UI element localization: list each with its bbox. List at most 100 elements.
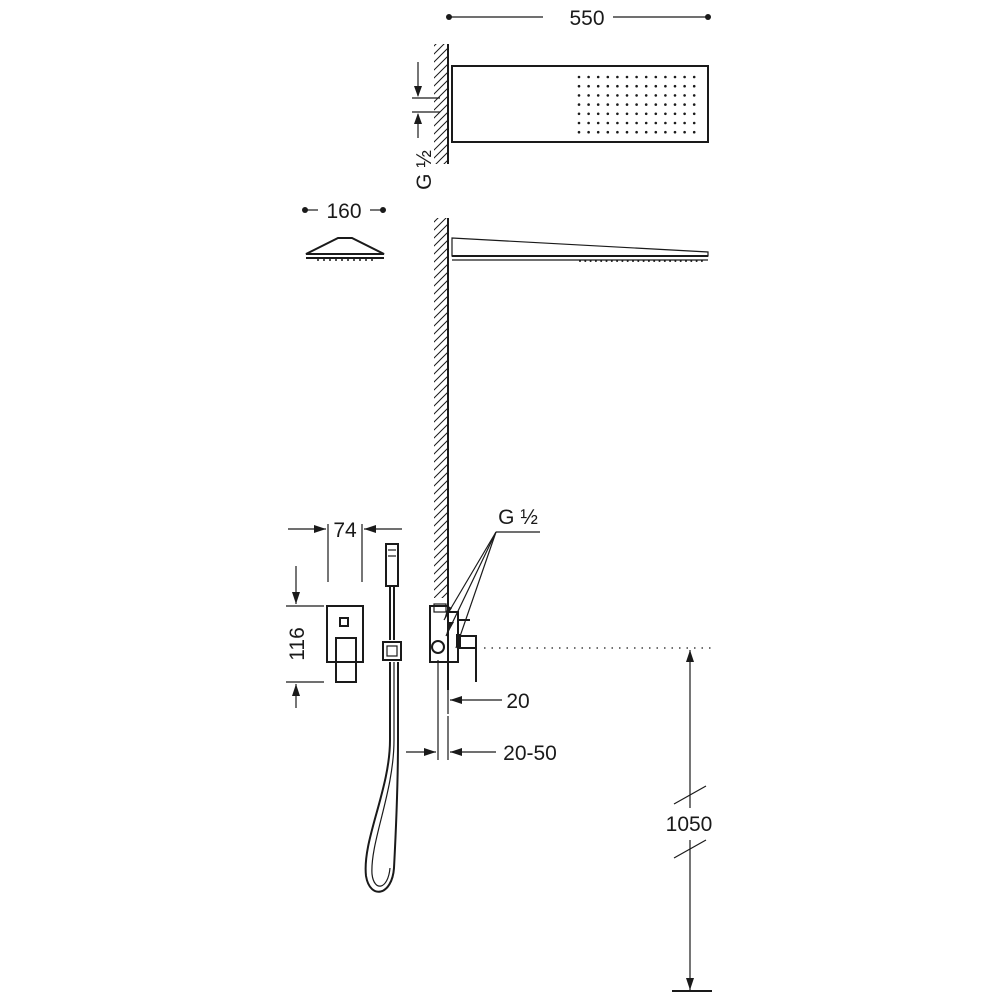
nozzle-dot (596, 130, 600, 134)
nozzle-dot (605, 260, 608, 262)
nozzle-dot (587, 130, 590, 134)
nozzle-dot (596, 121, 600, 125)
nozzle-dot (329, 259, 331, 261)
nozzle-dot (606, 84, 610, 88)
nozzle-dot (635, 121, 638, 125)
nozzle-dot (606, 130, 610, 134)
nozzle-dot (587, 121, 590, 125)
nozzle-dot (616, 103, 619, 106)
nozzle-dot (616, 121, 619, 125)
nozzle-dot (673, 94, 677, 97)
nozzle-dot (647, 260, 650, 262)
nozzle-dot (584, 260, 587, 262)
nozzle-dot (625, 94, 629, 97)
nozzle-dot (625, 112, 629, 116)
nozzle-dot (692, 130, 696, 134)
nozzle-dot (664, 84, 667, 88)
nozzle-dot (606, 103, 610, 106)
nozzle-dot (606, 112, 610, 116)
nozzle-dot (594, 260, 597, 262)
nozzle-dot (596, 112, 600, 116)
nozzle-dot (625, 84, 629, 88)
nozzle-dot (644, 84, 648, 88)
nozzle-dot (644, 75, 648, 79)
nozzle-dot (695, 260, 698, 262)
nozzle-dot (644, 94, 648, 97)
nozzle-dot (616, 130, 619, 134)
nozzle-dot (658, 260, 661, 262)
nozzle-dot (365, 259, 367, 261)
nozzle-dot (673, 103, 677, 106)
nozzle-dot (587, 103, 590, 106)
nozzle-dot (317, 259, 319, 261)
nozzle-dot (683, 75, 686, 79)
nozzle-dot (635, 94, 638, 97)
nozzle-dot (654, 112, 658, 116)
hand-shower-head (385, 543, 399, 587)
nozzle-dot (683, 103, 686, 106)
nozzle-dot (644, 103, 648, 106)
mixer-side-view (429, 603, 477, 682)
nozzle-dot (596, 94, 600, 97)
nozzle-dot (642, 260, 645, 262)
nozzle-dot (692, 112, 696, 116)
nozzle-dot (654, 84, 658, 88)
nozzle-dot (625, 103, 629, 106)
mixer-lever (335, 637, 357, 683)
nozzle-dot (664, 75, 667, 79)
nozzle-dot (664, 103, 667, 106)
nozzle-dot (616, 75, 619, 79)
nozzle-dot (683, 112, 686, 116)
side-view-shower-head (451, 237, 709, 262)
nozzle-dot (577, 84, 581, 88)
nozzle-dot (653, 260, 656, 262)
nozzle-dot (664, 121, 667, 125)
dimension-g-half-top: G ½ (412, 62, 440, 190)
nozzle-dot (341, 259, 343, 261)
nozzle-dot (577, 75, 581, 79)
nozzle-dot (625, 75, 629, 79)
nozzle-dot (626, 260, 629, 262)
nozzle-dot (577, 94, 581, 97)
nozzle-dot (683, 84, 686, 88)
mixer-front-view: 74 116 (286, 519, 402, 708)
wall-hatch-main (434, 218, 448, 598)
dim-label-116: 116 (286, 627, 309, 660)
nozzle-dot (683, 121, 686, 125)
nozzle-dot (616, 94, 619, 97)
nozzle-dot (353, 259, 355, 261)
nozzle-dot (673, 130, 677, 134)
nozzle-dot (673, 112, 677, 116)
hand-shower-holder (382, 641, 402, 661)
nozzle-dot (606, 121, 610, 125)
nozzle-dot (679, 260, 682, 262)
top-view-shower-head (434, 44, 709, 164)
nozzle-dot (610, 260, 613, 262)
nozzle-dot (700, 260, 703, 262)
dim-label-g-half-top: G ½ (413, 150, 436, 190)
nozzle-dot (635, 75, 638, 79)
shower-plate-top (451, 65, 709, 143)
dim-label-550: 550 (569, 7, 604, 30)
dimension-20: 20 (447, 690, 530, 714)
nozzle-dot (692, 103, 696, 106)
nozzle-dot (625, 121, 629, 125)
nozzle-dot (621, 260, 624, 262)
nozzle-dot (596, 84, 600, 88)
nozzle-dot (635, 130, 638, 134)
nozzle-dot (673, 121, 677, 125)
nozzle-dot (654, 130, 658, 134)
dim-label-20-50: 20-50 (503, 742, 557, 765)
nozzle-dot (371, 259, 373, 261)
nozzle-dot (692, 84, 696, 88)
nozzle-dot (664, 94, 667, 97)
dimension-550: 550 (446, 7, 711, 30)
nozzle-dot (669, 260, 672, 262)
nozzle-dot (674, 260, 677, 262)
dim-label-160: 160 (326, 200, 361, 223)
nozzle-dot (579, 260, 581, 262)
nozzle-dot (596, 103, 600, 106)
nozzle-dot (596, 75, 600, 79)
nozzle-dot (587, 94, 590, 97)
